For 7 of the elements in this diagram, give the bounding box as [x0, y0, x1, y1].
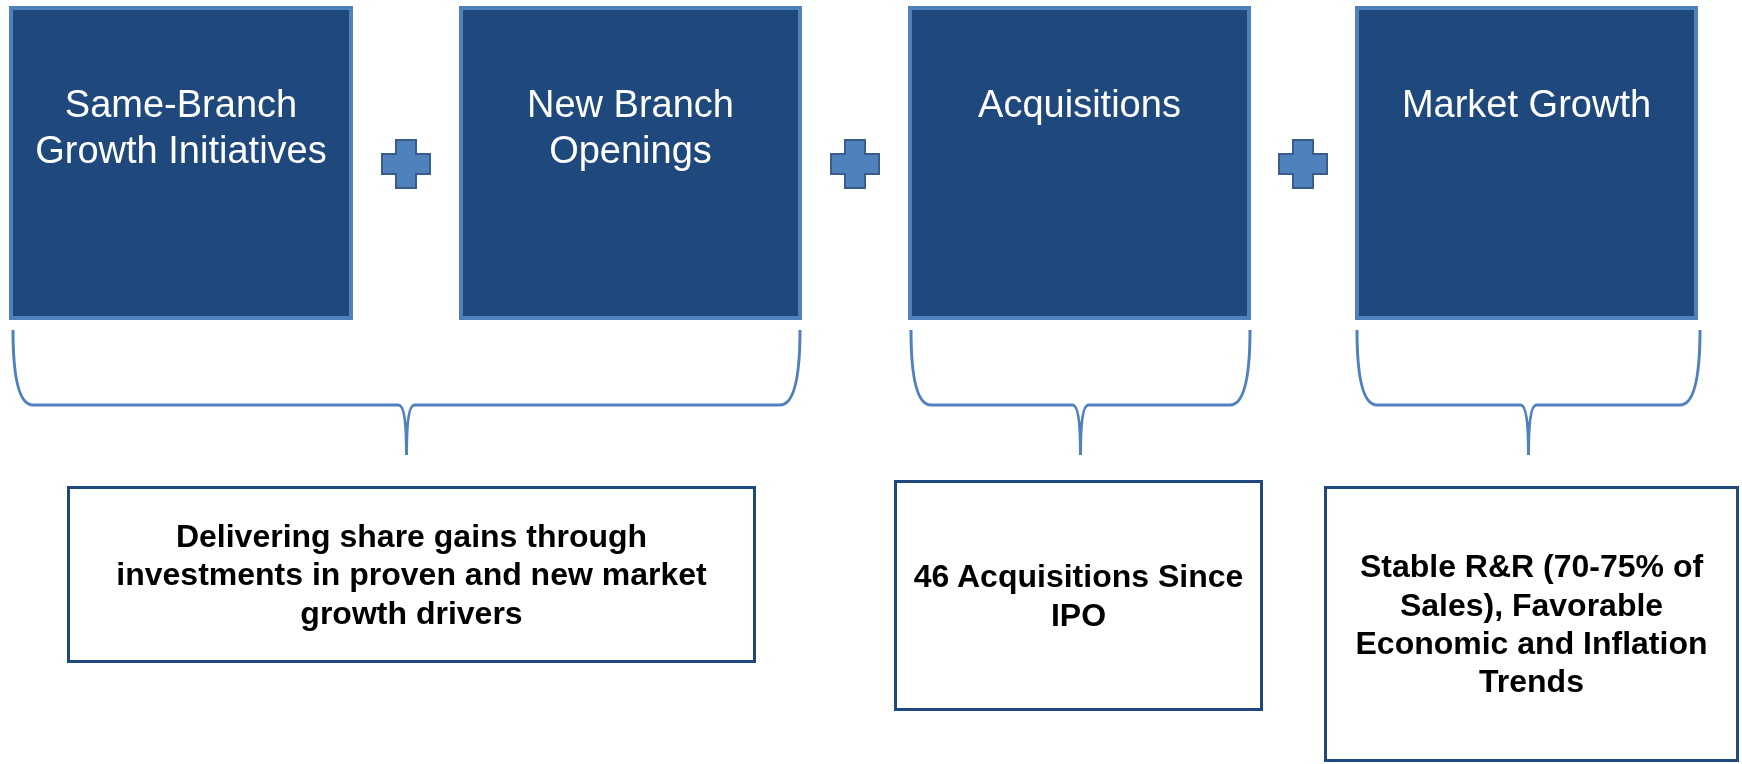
note-box: Stable R&R (70-75% of Sales), Favorable Economic and Inflation Trends: [1324, 486, 1739, 762]
note-box: Delivering share gains through investments in proven and new market growth drivers: [67, 486, 756, 663]
process-box: Market Growth: [1355, 6, 1698, 320]
process-box: Acquisitions: [908, 6, 1251, 320]
process-box: New Branch Openings: [459, 6, 802, 320]
note-box: 46 Acquisitions Since IPO: [894, 480, 1263, 711]
process-box: Same-Branch Growth Initiatives: [9, 6, 353, 320]
